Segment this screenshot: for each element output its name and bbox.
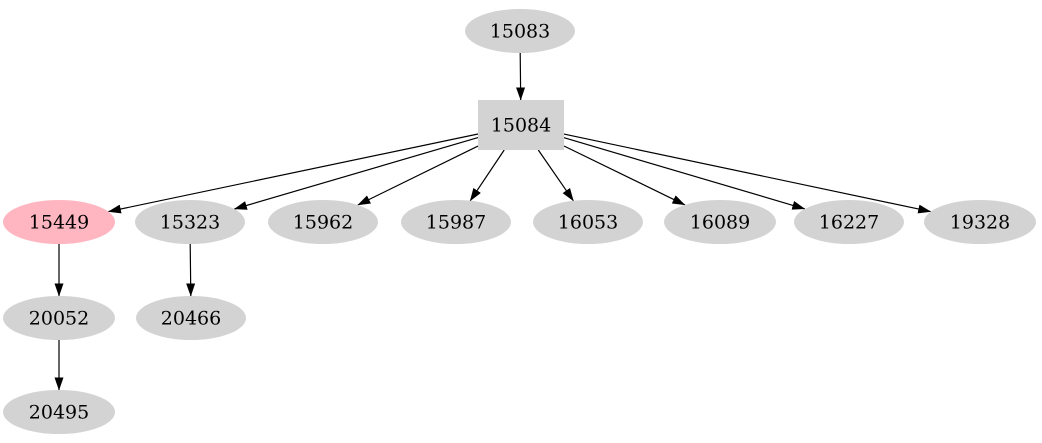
- node-label: 15962: [293, 212, 353, 234]
- node-shape: [268, 200, 378, 244]
- graph-node-15323[interactable]: 15323: [135, 200, 245, 244]
- graph-node-20466[interactable]: 20466: [136, 296, 246, 340]
- graph-node-15083[interactable]: 15083: [465, 9, 575, 53]
- node-shape: [924, 200, 1036, 244]
- node-shape: [478, 100, 564, 150]
- graph-node-15449[interactable]: 15449: [3, 200, 115, 244]
- node-shape: [135, 200, 245, 244]
- node-label: 20466: [161, 308, 221, 330]
- graph-node-15962[interactable]: 15962: [268, 200, 378, 244]
- graph-node-16089[interactable]: 16089: [664, 200, 776, 244]
- node-label: 15987: [426, 212, 486, 234]
- node-label: 15084: [491, 115, 551, 137]
- edge-15084-16227: [563, 137, 806, 210]
- node-label: 15449: [29, 212, 89, 234]
- node-shape: [3, 390, 115, 434]
- graph-node-15084[interactable]: 15084: [478, 100, 564, 150]
- node-shape: [533, 200, 643, 244]
- node-label: 16053: [558, 212, 618, 234]
- node-shape: [465, 9, 575, 53]
- node-shape: [136, 296, 246, 340]
- edge-15084-15962: [357, 145, 479, 206]
- edge-15084-19328: [563, 133, 932, 214]
- node-label: 16089: [690, 212, 750, 234]
- node-shape: [664, 200, 776, 244]
- node-shape: [401, 200, 511, 244]
- graph-node-20495[interactable]: 20495: [3, 390, 115, 434]
- nodes-layer: 15083 15084 15449 15323 15962 15987 16053 16089…: [3, 9, 1036, 434]
- graph-node-20052[interactable]: 20052: [3, 296, 115, 340]
- edge-15084-16089: [563, 145, 686, 206]
- node-label: 19328: [950, 212, 1010, 234]
- edge-15084-15987: [469, 149, 505, 202]
- edge-15084-15449: [107, 133, 479, 214]
- edge-15323-20466: [186, 243, 196, 297]
- node-shape: [794, 200, 904, 244]
- graph-node-16227[interactable]: 16227: [794, 200, 904, 244]
- node-shape-highlighted: [3, 200, 115, 244]
- graph-node-19328[interactable]: 19328: [924, 200, 1036, 244]
- node-label: 20495: [29, 402, 89, 424]
- graph-node-16053[interactable]: 16053: [533, 200, 643, 244]
- node-label: 20052: [29, 308, 89, 330]
- node-label: 15083: [490, 21, 550, 43]
- edges-layer: [54, 52, 932, 391]
- node-shape: [3, 296, 115, 340]
- graph-node-15987[interactable]: 15987: [401, 200, 511, 244]
- edge-15084-16053: [537, 149, 574, 202]
- node-label: 15323: [160, 212, 220, 234]
- edge-15083-15084: [516, 52, 526, 101]
- edge-15084-15323: [233, 137, 479, 210]
- node-label: 16227: [819, 212, 879, 234]
